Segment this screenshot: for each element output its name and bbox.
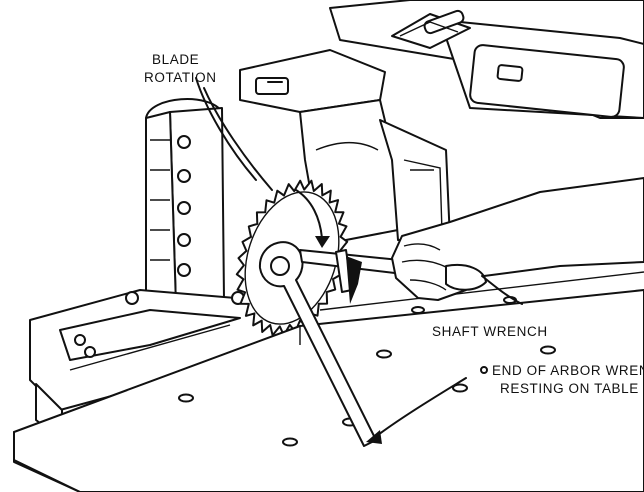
leader-lines <box>195 77 523 444</box>
column-bolts <box>177 135 191 277</box>
arbor-wrench <box>258 241 377 447</box>
annotation-labels: BLADE ROTATION SHAFT WRENCH END OF ARBOR… <box>144 52 644 396</box>
arbor-marker-dot <box>480 366 488 374</box>
label-arbor-line2: RESTING ON TABLE <box>500 381 639 396</box>
label-rotation: ROTATION <box>144 70 217 85</box>
label-arbor-line1: END OF ARBOR WRENCH <box>492 363 644 378</box>
saw-table <box>13 271 644 492</box>
label-blade: BLADE <box>152 52 199 67</box>
hand-and-arm <box>391 177 644 301</box>
motor-housing <box>329 0 644 119</box>
label-shaft-wrench: SHAFT WRENCH <box>432 324 548 339</box>
blade-rotation-arrow <box>295 189 330 248</box>
support-column <box>145 98 225 311</box>
